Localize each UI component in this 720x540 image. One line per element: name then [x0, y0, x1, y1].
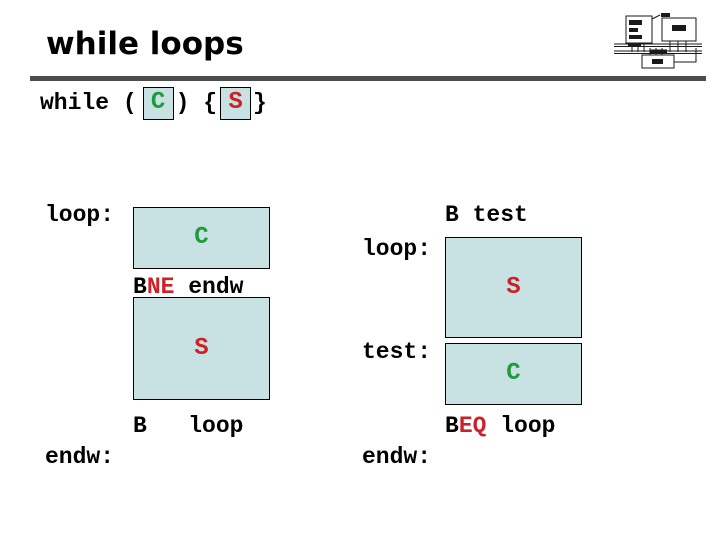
- right-statement-block: S: [445, 237, 582, 338]
- right-statement-letter: S: [506, 273, 521, 301]
- code-while-prefix: while (: [40, 90, 137, 116]
- right-beq-instruction: BEQ loop: [445, 413, 555, 439]
- code-while-line: while ( C ) { S }: [40, 86, 267, 120]
- page-title: while loops: [46, 26, 244, 62]
- bne-opcode-b: B: [133, 274, 147, 300]
- cpu-memory-bus-diagram-icon: [614, 13, 702, 69]
- b-target: loop: [146, 413, 244, 439]
- right-endw-label: endw:: [362, 444, 432, 470]
- statement-box-small: S: [220, 86, 252, 120]
- beq-opcode-b: B: [445, 413, 459, 439]
- right-test-label: test:: [362, 339, 432, 365]
- condition-letter: C: [150, 89, 166, 116]
- title-divider: [30, 76, 706, 81]
- condition-box-small: C: [142, 86, 174, 120]
- left-statement-letter: S: [194, 334, 209, 362]
- right-condition-block: C: [445, 343, 582, 405]
- b-opcode: B: [133, 413, 147, 439]
- statement-letter: S: [228, 89, 243, 116]
- right-condition-letter: C: [506, 360, 521, 387]
- left-condition-block: C: [133, 207, 270, 269]
- bne-target: endw: [174, 274, 244, 300]
- right-branch-test-instruction: B test: [445, 202, 528, 228]
- bne-condition-code: NE: [146, 274, 175, 300]
- left-loop-label: loop:: [45, 202, 115, 228]
- left-endw-label: endw:: [45, 444, 115, 470]
- left-statement-block: S: [133, 297, 270, 400]
- beq-condition-code: EQ: [458, 413, 487, 439]
- beq-target: loop: [486, 413, 556, 439]
- code-while-mid: ) {: [175, 90, 218, 116]
- right-loop-label: loop:: [362, 236, 432, 262]
- left-bne-instruction: BNE endw: [133, 274, 243, 300]
- left-condition-letter: C: [194, 224, 209, 251]
- left-branch-instruction: B loop: [133, 413, 243, 439]
- code-while-suffix: }: [253, 90, 267, 116]
